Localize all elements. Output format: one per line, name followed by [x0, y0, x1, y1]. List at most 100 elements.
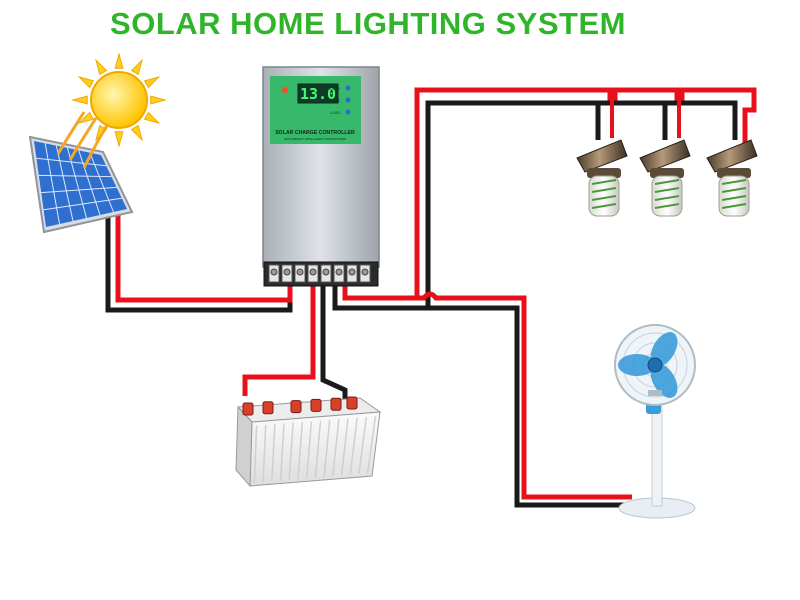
lamp-positive-wire [342, 87, 757, 301]
indicator-solar-led [345, 85, 351, 91]
lamp-spiral [654, 179, 680, 185]
panel-grid-line [41, 186, 117, 194]
fan-motor [648, 390, 662, 396]
lamp-spiral [591, 195, 617, 201]
sun-ray [143, 111, 161, 124]
panel-grid-line [89, 152, 114, 213]
lamp-spiral [591, 203, 617, 209]
terminal-screw [309, 268, 317, 276]
lamp-shade [706, 139, 758, 173]
battery-rib [288, 422, 294, 480]
battery-side [235, 405, 253, 488]
terminal-screw [361, 268, 369, 276]
cfl-lamp-icon [706, 139, 758, 217]
lamp-bulb [588, 175, 620, 217]
lamp-base [717, 168, 751, 178]
charge-controller-icon: 13.0 SOLAR BATT LOAD SOLAR CHARGE CONTRO… [262, 66, 380, 287]
battery-rib [305, 421, 313, 479]
lamp-spiral [721, 187, 747, 193]
sun-ray [130, 58, 143, 76]
battery-cap [346, 396, 358, 410]
panel-surface [34, 141, 127, 227]
battery-terminals [242, 396, 358, 416]
battery-rib [297, 422, 304, 480]
battery-rib [366, 416, 377, 474]
panel-grid-line [44, 143, 60, 225]
diagram-title: SOLAR HOME LIGHTING SYSTEM [110, 6, 626, 41]
battery-negative-wire [320, 282, 348, 400]
battery-ribs [253, 416, 377, 483]
sun-ray [143, 76, 161, 89]
battery-rib [253, 425, 258, 483]
battery-rib [314, 420, 322, 478]
panel-positive-wire [115, 212, 293, 303]
sun-ray [95, 58, 108, 76]
battery-rib [349, 417, 358, 475]
sun-ray [71, 95, 88, 105]
lamp-shade [639, 139, 691, 173]
fan-negative-wire [428, 305, 634, 508]
battery-cap [310, 398, 322, 412]
sun-ray [114, 131, 124, 148]
sun-ray [150, 95, 167, 105]
panel-grid-line [55, 145, 74, 222]
indicator-load-label: LOAD [330, 111, 340, 115]
lamp-spiral [591, 187, 617, 193]
panel-cell-grid [36, 143, 122, 225]
controller-power-led [282, 87, 288, 93]
lamp-spiral [591, 179, 617, 185]
panel-grid-line [36, 157, 107, 167]
battery-positive-wire [242, 282, 316, 396]
sun-disc [90, 71, 148, 129]
fan-positive-wire [417, 291, 632, 500]
sunlight-beams [56, 111, 110, 169]
battery-rib [323, 419, 331, 478]
controller-lcd [297, 83, 339, 104]
cfl-lamp-icon [639, 139, 691, 217]
sun-ray [77, 76, 95, 89]
controller-lcd-reading: 13.0 [300, 85, 336, 103]
lamp-shade [576, 139, 628, 173]
terminal-screw [322, 268, 330, 276]
terminal-screw [283, 268, 291, 276]
lamp-base [650, 168, 684, 178]
battery-cap [290, 400, 302, 414]
controller-label: SOLAR CHARGE CONTROLLER [275, 130, 355, 136]
lamp-spiral [654, 187, 680, 193]
terminal-screw [270, 268, 278, 276]
lamp-spiral [721, 203, 747, 209]
lamp-spiral [721, 179, 747, 185]
indicator-load-led [345, 109, 351, 115]
battery-rib [332, 419, 340, 477]
fan-blade [618, 354, 656, 376]
battery-rib [279, 423, 285, 481]
sun-ray [114, 52, 124, 69]
lamp-spiral [654, 203, 680, 209]
cfl-lamp-group [576, 139, 758, 217]
terminal-screw [335, 268, 343, 276]
indicator-batt-led [345, 97, 351, 103]
sun-ray [77, 111, 95, 124]
lamp-spiral [721, 195, 747, 201]
battery-cap [330, 397, 342, 411]
terminal-screws [268, 264, 371, 283]
lamp-bulb [718, 175, 750, 217]
sun-icon [71, 52, 167, 148]
battery-rib [271, 424, 276, 482]
battery-cap [242, 402, 254, 416]
panel-grid-line [78, 150, 101, 216]
controller-sublabel: WITH BRIGHT INTELLIGENT CONDITIONER [284, 137, 347, 141]
terminal-screw [296, 268, 304, 276]
lamp-negative-wire [332, 100, 738, 311]
battery-rib [340, 418, 349, 476]
pedestal-fan-icon [614, 324, 696, 519]
panel-grid-line [43, 197, 122, 211]
battery-cap [262, 401, 274, 415]
indicator-batt-label: BATT [331, 99, 341, 103]
lamp-spiral [654, 195, 680, 201]
battery-icon [235, 396, 382, 488]
solar-panel-icon [28, 111, 134, 234]
fan-hub [647, 357, 663, 373]
sun-ray [130, 124, 143, 142]
